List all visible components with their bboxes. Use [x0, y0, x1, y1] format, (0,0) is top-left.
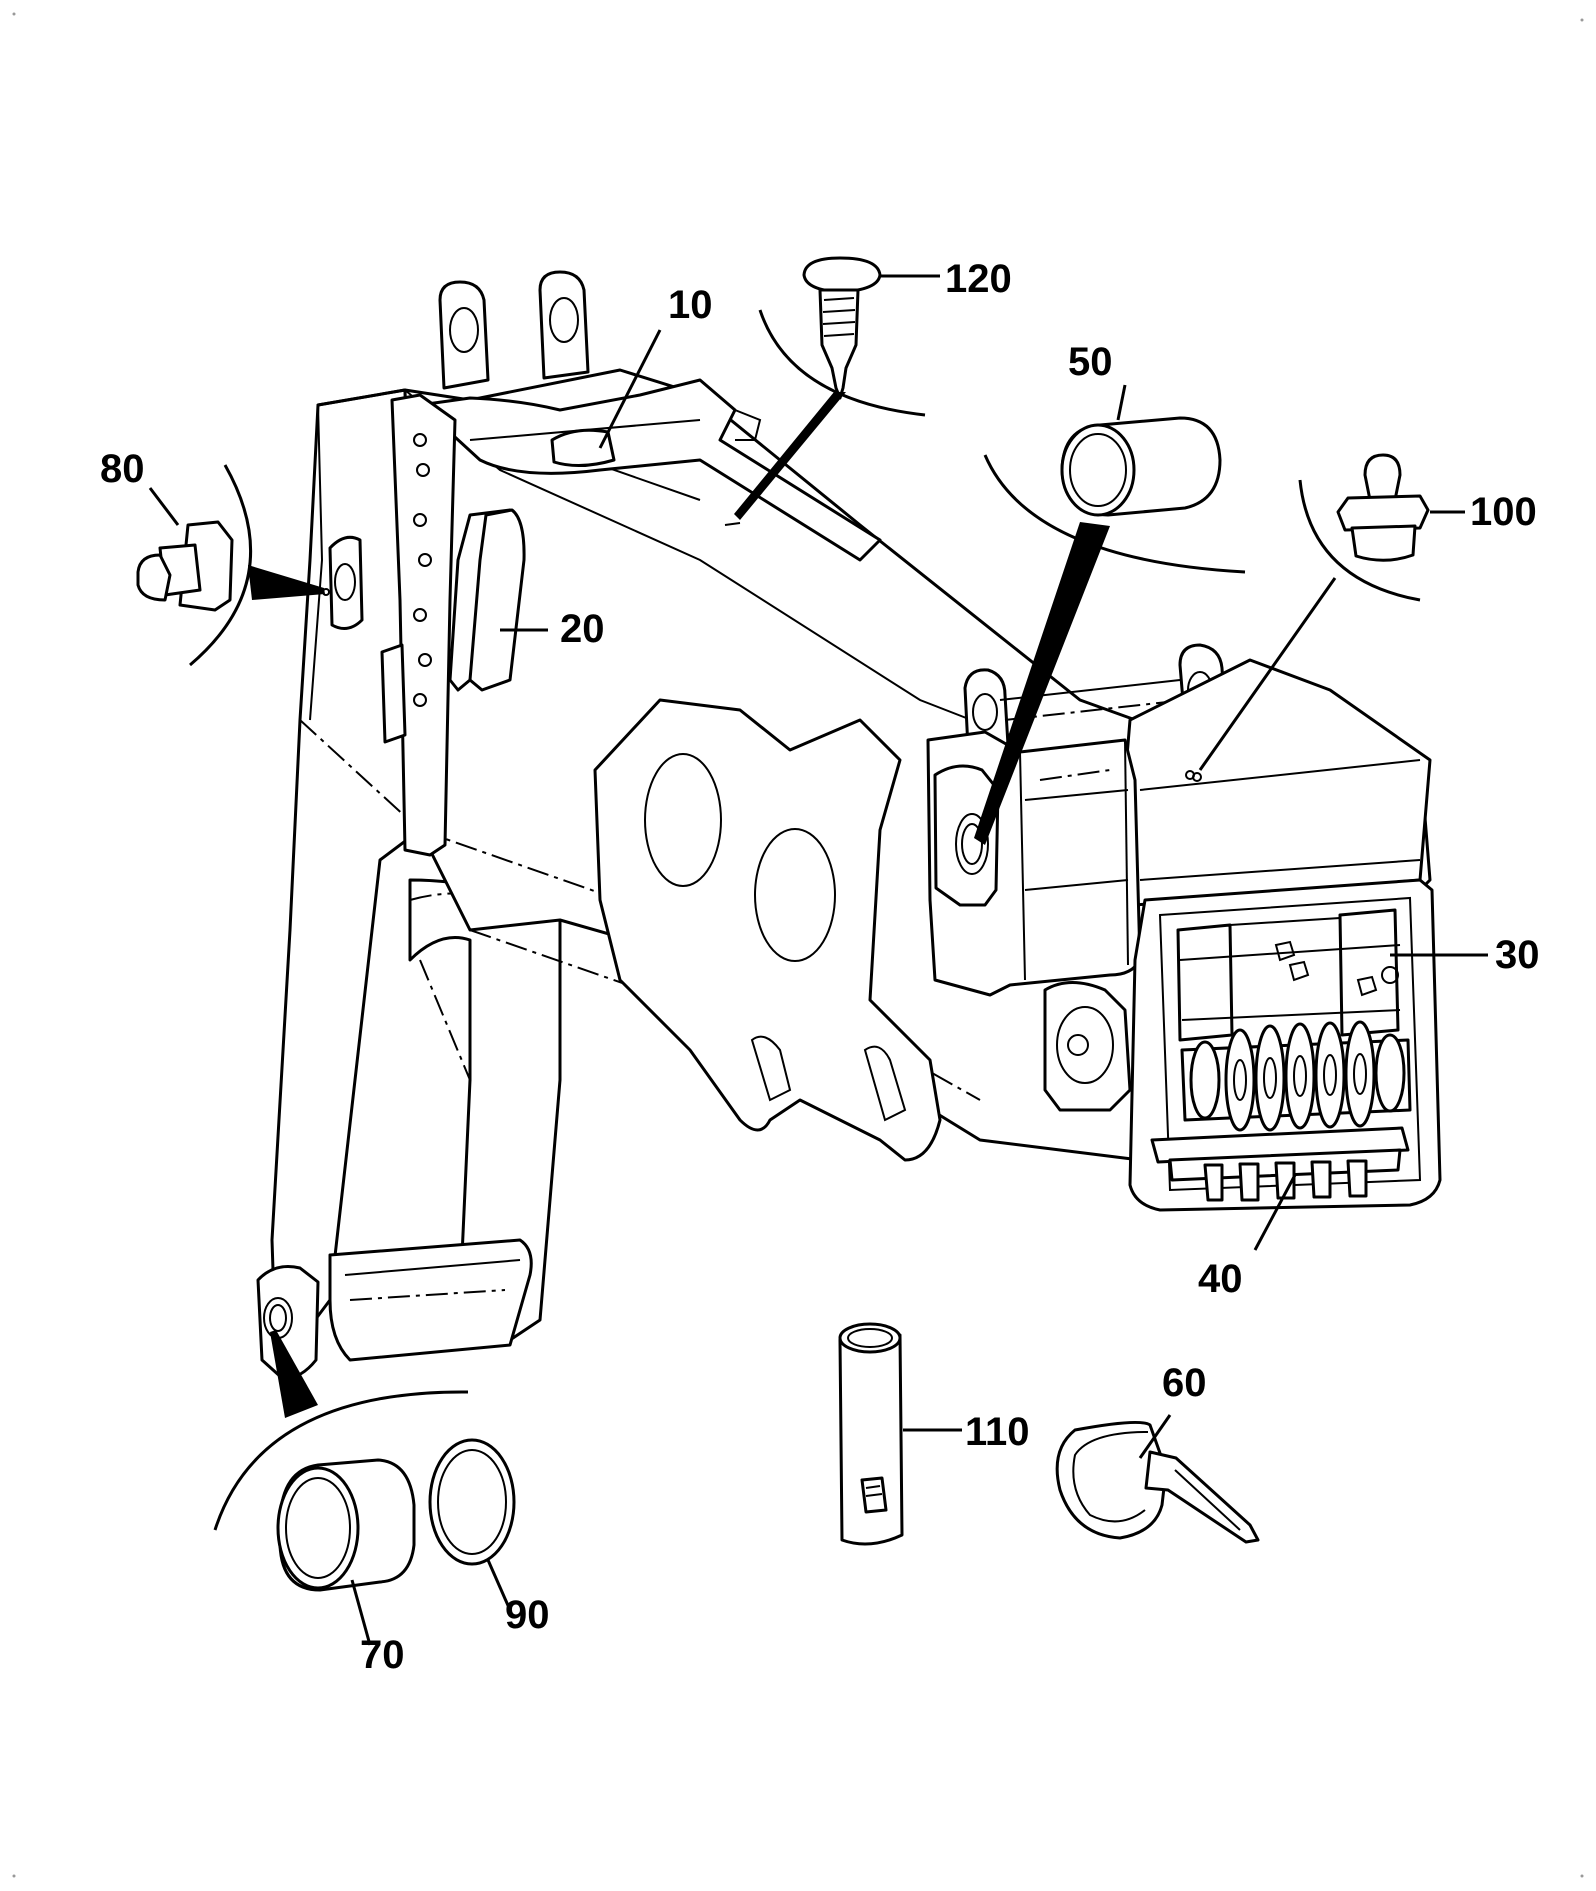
callout-80: 80 [100, 447, 145, 491]
callout-100: 100 [1470, 490, 1537, 534]
grease-point-100 [1192, 772, 1202, 782]
grease-point-120 [724, 522, 741, 526]
part-100-grease-nipple [1198, 453, 1430, 771]
part-110-pin [838, 1322, 904, 1546]
wear-pad-10 [550, 428, 616, 467]
web-hole-left [644, 753, 722, 887]
web-hole-right [754, 828, 836, 962]
part-120-rivet-clip [734, 256, 926, 520]
center-web-plate [593, 698, 942, 1162]
callout-70: 70 [360, 1633, 405, 1677]
part-70-bushing [276, 1458, 416, 1592]
guide-strip-40 [1150, 1126, 1410, 1202]
callout-110: 110 [965, 1410, 1030, 1454]
callout-40: 40 [1198, 1257, 1243, 1301]
callout-50: 50 [1068, 340, 1113, 384]
left-pivot-boss [328, 535, 364, 631]
dipper-arm-assembly [256, 270, 1442, 1380]
corner-mark-top-left [12, 12, 16, 16]
part-50-bushing [974, 416, 1246, 845]
corner-mark-bottom-right [1580, 1874, 1584, 1878]
side-bracket [380, 643, 407, 744]
bottom-cross-tube [328, 1238, 533, 1362]
wear-pad-20-face [468, 508, 526, 692]
callout-labels: 10 20 30 40 50 60 70 80 90 100 110 120 [100, 257, 1540, 1677]
left-plate-bolts [413, 433, 432, 707]
callout-30: 30 [1495, 933, 1540, 977]
top-deck-plate [418, 378, 882, 562]
callout-60: 60 [1162, 1361, 1207, 1405]
part-80-grease-nipple [136, 464, 325, 667]
part-90-seal-ring [428, 1438, 516, 1566]
callout-10: 10 [668, 283, 713, 327]
part-60-cable-tie [1055, 1420, 1260, 1544]
side-bore-boss [933, 764, 1000, 907]
mount-studs [1274, 940, 1399, 997]
corner-mark-top-right [1580, 18, 1584, 22]
top-mounting-lugs [438, 270, 590, 390]
head-end-assembly [926, 643, 1442, 1212]
head-box-top [1123, 658, 1432, 907]
leader-lines [148, 274, 1488, 1646]
detail-wedge-bottom [270, 1330, 318, 1418]
detail-arc-bottom [213, 1390, 469, 1531]
callout-90: 90 [505, 1593, 550, 1637]
corner-mark-bottom-left [12, 1874, 16, 1878]
roller-stack-30 [1180, 1020, 1412, 1132]
callout-120: 120 [945, 257, 1012, 301]
callout-20: 20 [560, 607, 605, 651]
